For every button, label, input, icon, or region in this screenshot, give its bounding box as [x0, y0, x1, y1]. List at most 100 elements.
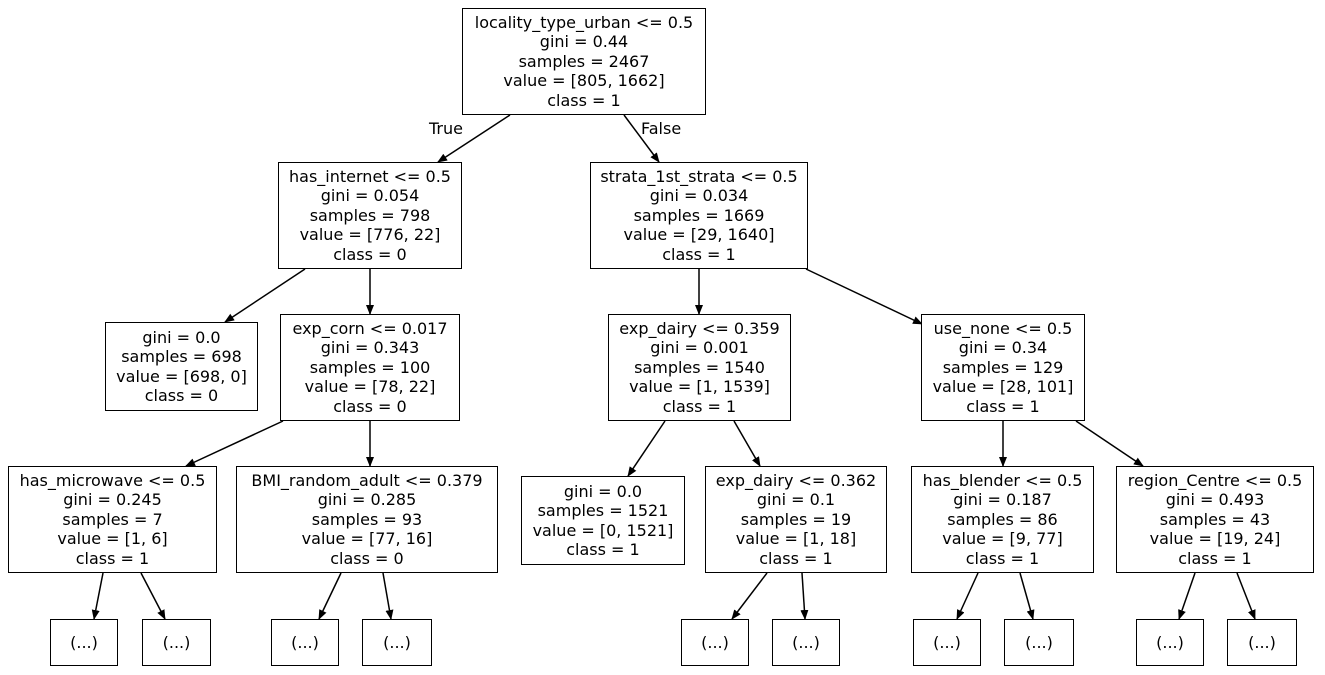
node-line: class = 1 [965, 548, 1040, 568]
node-line: (...) [70, 632, 98, 652]
node-line: strata_1st_strata <= 0.5 [600, 166, 798, 186]
node-line: (...) [162, 632, 191, 652]
node-line: gini = 0.493 [1165, 490, 1265, 510]
node-line: class = 1 [1178, 548, 1252, 568]
edge-n11-t7 [956, 572, 979, 620]
node-line: value = [776, 22] [299, 225, 441, 245]
node-line: samples = 19 [740, 509, 852, 529]
truncated-node-t7: (...) [913, 619, 981, 666]
node-line: (...) [383, 632, 411, 652]
node-line: value = [805, 1662] [503, 71, 665, 91]
node-line: (...) [291, 632, 319, 652]
edge-n6-n12 [1075, 420, 1144, 467]
truncated-node-t5: (...) [681, 619, 749, 666]
node-line: class = 1 [662, 396, 737, 416]
node-line: value = [9, 77] [942, 529, 1063, 549]
node-line: class = 0 [333, 396, 407, 416]
node-line: (...) [1248, 632, 1276, 652]
node-line: samples = 7 [62, 509, 163, 529]
truncated-node-t1: (...) [50, 619, 118, 666]
node-line: (...) [933, 632, 961, 652]
edge-n1-n3 [224, 268, 306, 323]
node-line: use_none <= 0.5 [933, 318, 1073, 338]
edge-n8-t3 [318, 572, 342, 620]
node-line: class = 1 [759, 548, 833, 568]
truncated-node-t6: (...) [772, 619, 840, 666]
node-line: class = 0 [144, 386, 219, 405]
edge-n12-t10 [1236, 572, 1256, 620]
node-line: gini = 0.343 [320, 338, 420, 358]
node-line: gini = 0.187 [953, 490, 1052, 510]
node-line: class = 0 [330, 548, 404, 568]
node-line: has_microwave <= 0.5 [19, 470, 206, 490]
node-line: class = 1 [547, 90, 621, 110]
node-line: gini = 0.054 [320, 186, 420, 206]
node-line: (...) [1156, 632, 1184, 652]
edge-n10-t5 [731, 572, 768, 620]
edge-label-true: True [429, 119, 463, 138]
node-line: samples = 86 [947, 509, 1058, 529]
node-line: exp_corn <= 0.017 [292, 318, 448, 338]
node-line: region_Centre <= 0.5 [1127, 470, 1303, 490]
truncated-node-t4: (...) [362, 619, 432, 666]
node-line: samples = 1669 [633, 205, 765, 225]
node-line: (...) [701, 632, 729, 652]
node-line: value = [19, 24] [1149, 529, 1281, 549]
node-line: has_internet <= 0.5 [289, 166, 451, 186]
node-line: samples = 798 [309, 205, 431, 225]
node-line: value = [1, 6] [57, 529, 168, 549]
node-line: samples = 1540 [634, 357, 765, 377]
node-line: samples = 93 [311, 509, 423, 529]
node-line: samples = 1521 [537, 501, 669, 520]
edge-n0-n2 [623, 114, 660, 163]
node-line: class = 1 [566, 540, 640, 559]
node-line: samples = 43 [1159, 509, 1271, 529]
node-line: locality_type_urban <= 0.5 [474, 12, 694, 32]
node-line: gini = 0.44 [539, 32, 629, 52]
truncated-node-t2: (...) [142, 619, 211, 666]
edge-n0-n1 [437, 114, 511, 163]
edge-n2-n6 [805, 268, 923, 325]
edge-n8-t4 [382, 572, 394, 620]
node-line: gini = 0.1 [756, 490, 836, 510]
node-line: value = [1, 1539] [629, 377, 770, 397]
edge-n5-n10 [733, 420, 761, 467]
node-line: class = 0 [333, 244, 407, 264]
node-line: exp_dairy <= 0.362 [715, 470, 877, 490]
edge-n5-n9 [627, 420, 666, 477]
node-line: samples = 100 [309, 357, 431, 377]
node-line: value = [78, 22] [304, 377, 436, 397]
edge-label-false: False [641, 119, 682, 138]
node-line: value = [0, 1521] [532, 520, 674, 540]
truncated-node-t3: (...) [271, 619, 339, 666]
node-line: gini = 0.285 [317, 490, 417, 510]
edge-n11-t8 [1019, 572, 1035, 620]
node-line: class = 1 [662, 244, 736, 264]
node-line: samples = 698 [121, 347, 242, 366]
edge-n12-t9 [1178, 572, 1196, 620]
node-line: gini = 0.245 [63, 490, 162, 510]
truncated-node-t9: (...) [1136, 619, 1204, 666]
node-line: samples = 2467 [518, 51, 650, 71]
node-line: (...) [1025, 632, 1053, 652]
edge-n4-n7 [185, 420, 284, 467]
node-line: gini = 0.34 [958, 338, 1048, 358]
node-line: value = [77, 16] [301, 529, 433, 549]
edge-n7-t1 [91, 572, 104, 620]
node-line: exp_dairy <= 0.359 [619, 318, 780, 338]
node-line: class = 1 [75, 548, 150, 568]
node-line: BMI_random_adult <= 0.379 [251, 470, 483, 490]
node-line: gini = 0.001 [650, 338, 749, 358]
node-line: gini = 0.0 [142, 327, 221, 347]
